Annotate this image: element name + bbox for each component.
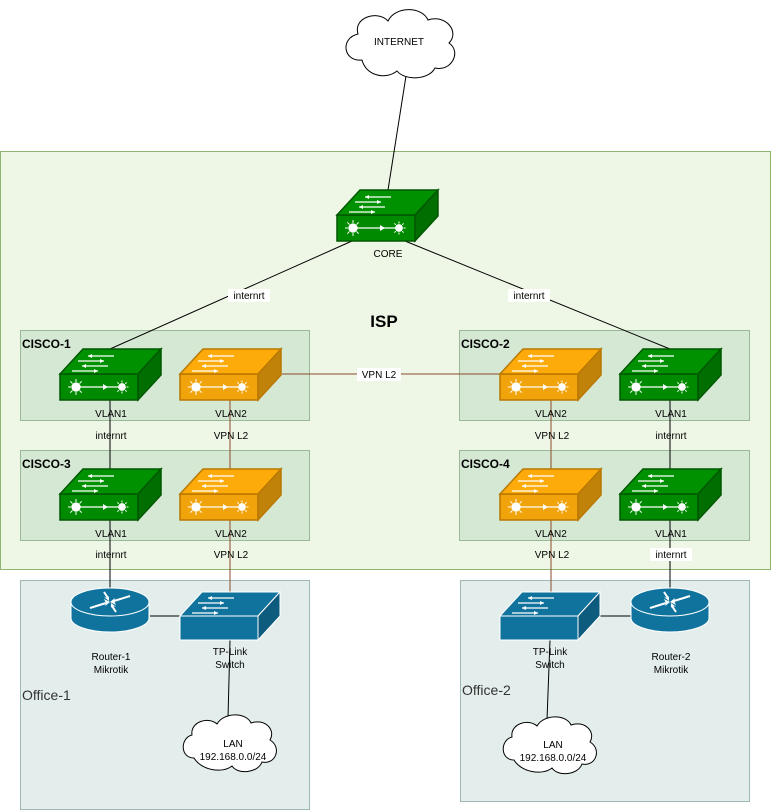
lan-2-cloud-icon (502, 716, 597, 775)
router-2-icon (630, 587, 710, 633)
cisco4-vlan2-switch-icon (498, 467, 603, 522)
tplink-switch-1-name: TP-Link (213, 647, 248, 658)
cisco3-vlan2-switch-icon (178, 467, 283, 522)
cisco-2-label: CISCO-2 (461, 337, 510, 351)
office-1-label: Office-1 (22, 687, 71, 703)
office-2-label: Office-2 (462, 682, 511, 698)
tplink-switch-1-icon (178, 590, 282, 642)
cisco4-vlan2-label: VLAN2 (535, 529, 567, 540)
cisco1-vlan1-label: VLAN1 (95, 409, 127, 420)
lan-2-label: LAN (543, 740, 562, 751)
lan-1-subnet: 192.168.0.0/24 (200, 752, 267, 763)
isp-label: ISP (370, 312, 397, 331)
link-label-c3-router1: internrt (95, 550, 126, 561)
link-label-vpn-c1-c2: VPN L2 (362, 370, 397, 381)
link-label-core-cisco1: internrt (233, 291, 264, 302)
cisco3-vlan1-label: VLAN1 (95, 529, 127, 540)
link-label-c1-c3-vlan2: VPN L2 (214, 431, 249, 442)
cisco-4-label: CISCO-4 (461, 457, 510, 471)
core-switch-icon (335, 188, 440, 243)
link-tplink2-lan2 (546, 639, 551, 721)
link-internet-core (387, 75, 407, 191)
cisco-1-label: CISCO-1 (22, 337, 71, 351)
cisco1-vlan1-switch-icon (58, 347, 163, 402)
cisco-3-label: CISCO-3 (22, 457, 71, 471)
cisco1-vlan2-switch-icon (178, 347, 283, 402)
cisco3-vlan1-switch-icon (58, 467, 163, 522)
tplink-switch-2-icon (498, 590, 602, 642)
link-label-c3-tplink1: VPN L2 (214, 550, 249, 561)
lan-1-cloud-icon (182, 714, 277, 773)
core-label: CORE (374, 249, 403, 260)
link-label-core-cisco2: internrt (513, 291, 544, 302)
cisco2-vlan1-label: VLAN1 (655, 409, 687, 420)
link-label-c2-c4-vlan2: VPN L2 (535, 431, 570, 442)
link-label-c2-c4-vlan1: internrt (655, 431, 686, 442)
internet-cloud-icon (345, 9, 456, 79)
cisco2-vlan1-switch-icon (618, 347, 723, 402)
router-2-model: Mikrotik (654, 665, 689, 676)
cisco1-vlan2-label: VLAN2 (215, 409, 247, 420)
cisco3-vlan2-label: VLAN2 (215, 529, 247, 540)
router-1-icon (70, 587, 150, 633)
router-1-model: Mikrotik (94, 665, 129, 676)
tplink-switch-2-name: TP-Link (533, 647, 568, 658)
lan-2-subnet: 192.168.0.0/24 (520, 753, 587, 764)
router-2-name: Router-2 (652, 652, 691, 663)
cisco4-vlan1-label: VLAN1 (655, 529, 687, 540)
cisco4-vlan1-switch-icon (618, 467, 723, 522)
link-tplink1-lan1 (227, 639, 231, 719)
lan-1-label: LAN (223, 739, 242, 750)
cisco2-vlan2-switch-icon (498, 347, 603, 402)
internet-label: INTERNET (374, 37, 424, 48)
router-1-name: Router-1 (92, 652, 131, 663)
link-label-c4-router2: internrt (655, 550, 686, 561)
link-label-c4-tplink2: VPN L2 (535, 550, 570, 561)
tplink-switch-1-type: Switch (215, 660, 244, 671)
link-label-c1-c3-vlan1: internrt (95, 431, 126, 442)
cisco2-vlan2-label: VLAN2 (535, 409, 567, 420)
tplink-switch-2-type: Switch (535, 660, 564, 671)
